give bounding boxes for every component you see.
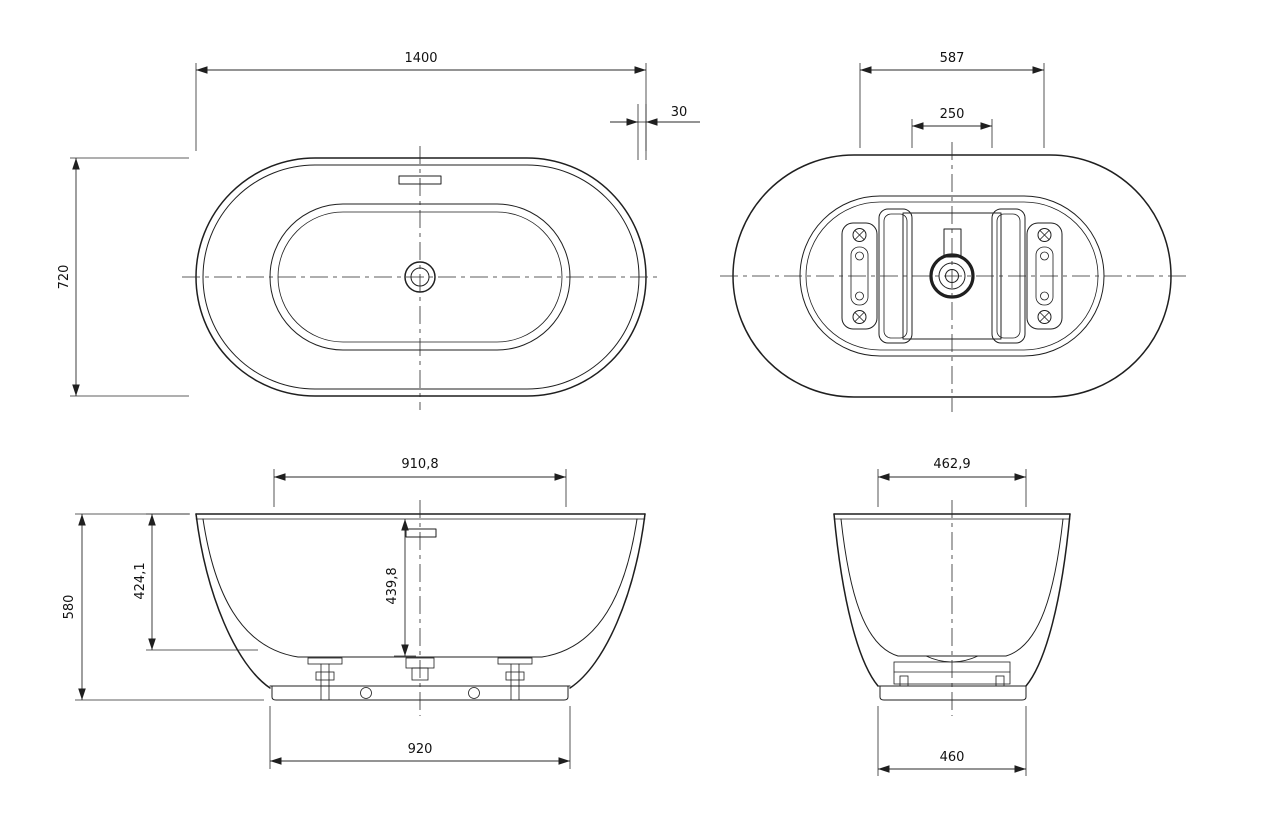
side-basin-line [840,518,1064,657]
side-right-side [1025,513,1071,687]
dim-587: 587 [859,51,1045,148]
bolt-icon [852,228,867,242]
bolt-icon [1037,228,1052,242]
dim-460: 460 [877,706,1027,776]
foot-right [468,687,480,699]
bolt-icon [1037,310,1052,324]
dim-label-720: 720 [57,265,72,290]
front-right-fixing [497,657,533,701]
dim-439-8: 439,8 [385,519,416,657]
front-right-side [569,513,646,689]
bolt-icon [852,310,867,324]
dim-label-462-9: 462,9 [933,457,970,472]
drain-pipe [943,228,962,258]
dim-label-1400: 1400 [404,51,437,66]
dim-label-910-8: 910,8 [401,457,438,472]
front-left-side [195,513,271,689]
front-basin-line [202,518,638,658]
dim-label-439-8: 439,8 [385,567,400,604]
dim-label-460: 460 [940,750,965,765]
foot-left [360,687,372,699]
bottom-view [720,142,1188,412]
front-left-fixing [307,657,343,701]
right-bracket [1026,222,1063,330]
dim-920: 920 [269,706,571,769]
dim-462-9: 462,9 [877,457,1027,507]
dim-label-424-1: 424,1 [133,562,148,599]
dim-label-587: 587 [940,51,965,66]
dim-250: 250 [911,107,993,148]
dim-720: 720 [57,157,189,397]
side-base-band [879,685,1027,701]
dim-label-30: 30 [671,105,688,120]
dim-label-250: 250 [940,107,965,122]
dim-1400: 1400 [195,51,647,151]
plan-view [182,146,658,410]
dim-label-920: 920 [408,742,433,757]
front-overflow [405,528,437,538]
dim-424-1: 424,1 [133,513,258,651]
dim-30: 30 [610,104,700,160]
side-left-side [833,513,879,687]
front-view [195,500,646,716]
side-view [833,500,1071,716]
dim-580: 580 [62,513,264,701]
dim-label-580: 580 [62,595,77,620]
dim-910-8: 910,8 [273,457,567,507]
